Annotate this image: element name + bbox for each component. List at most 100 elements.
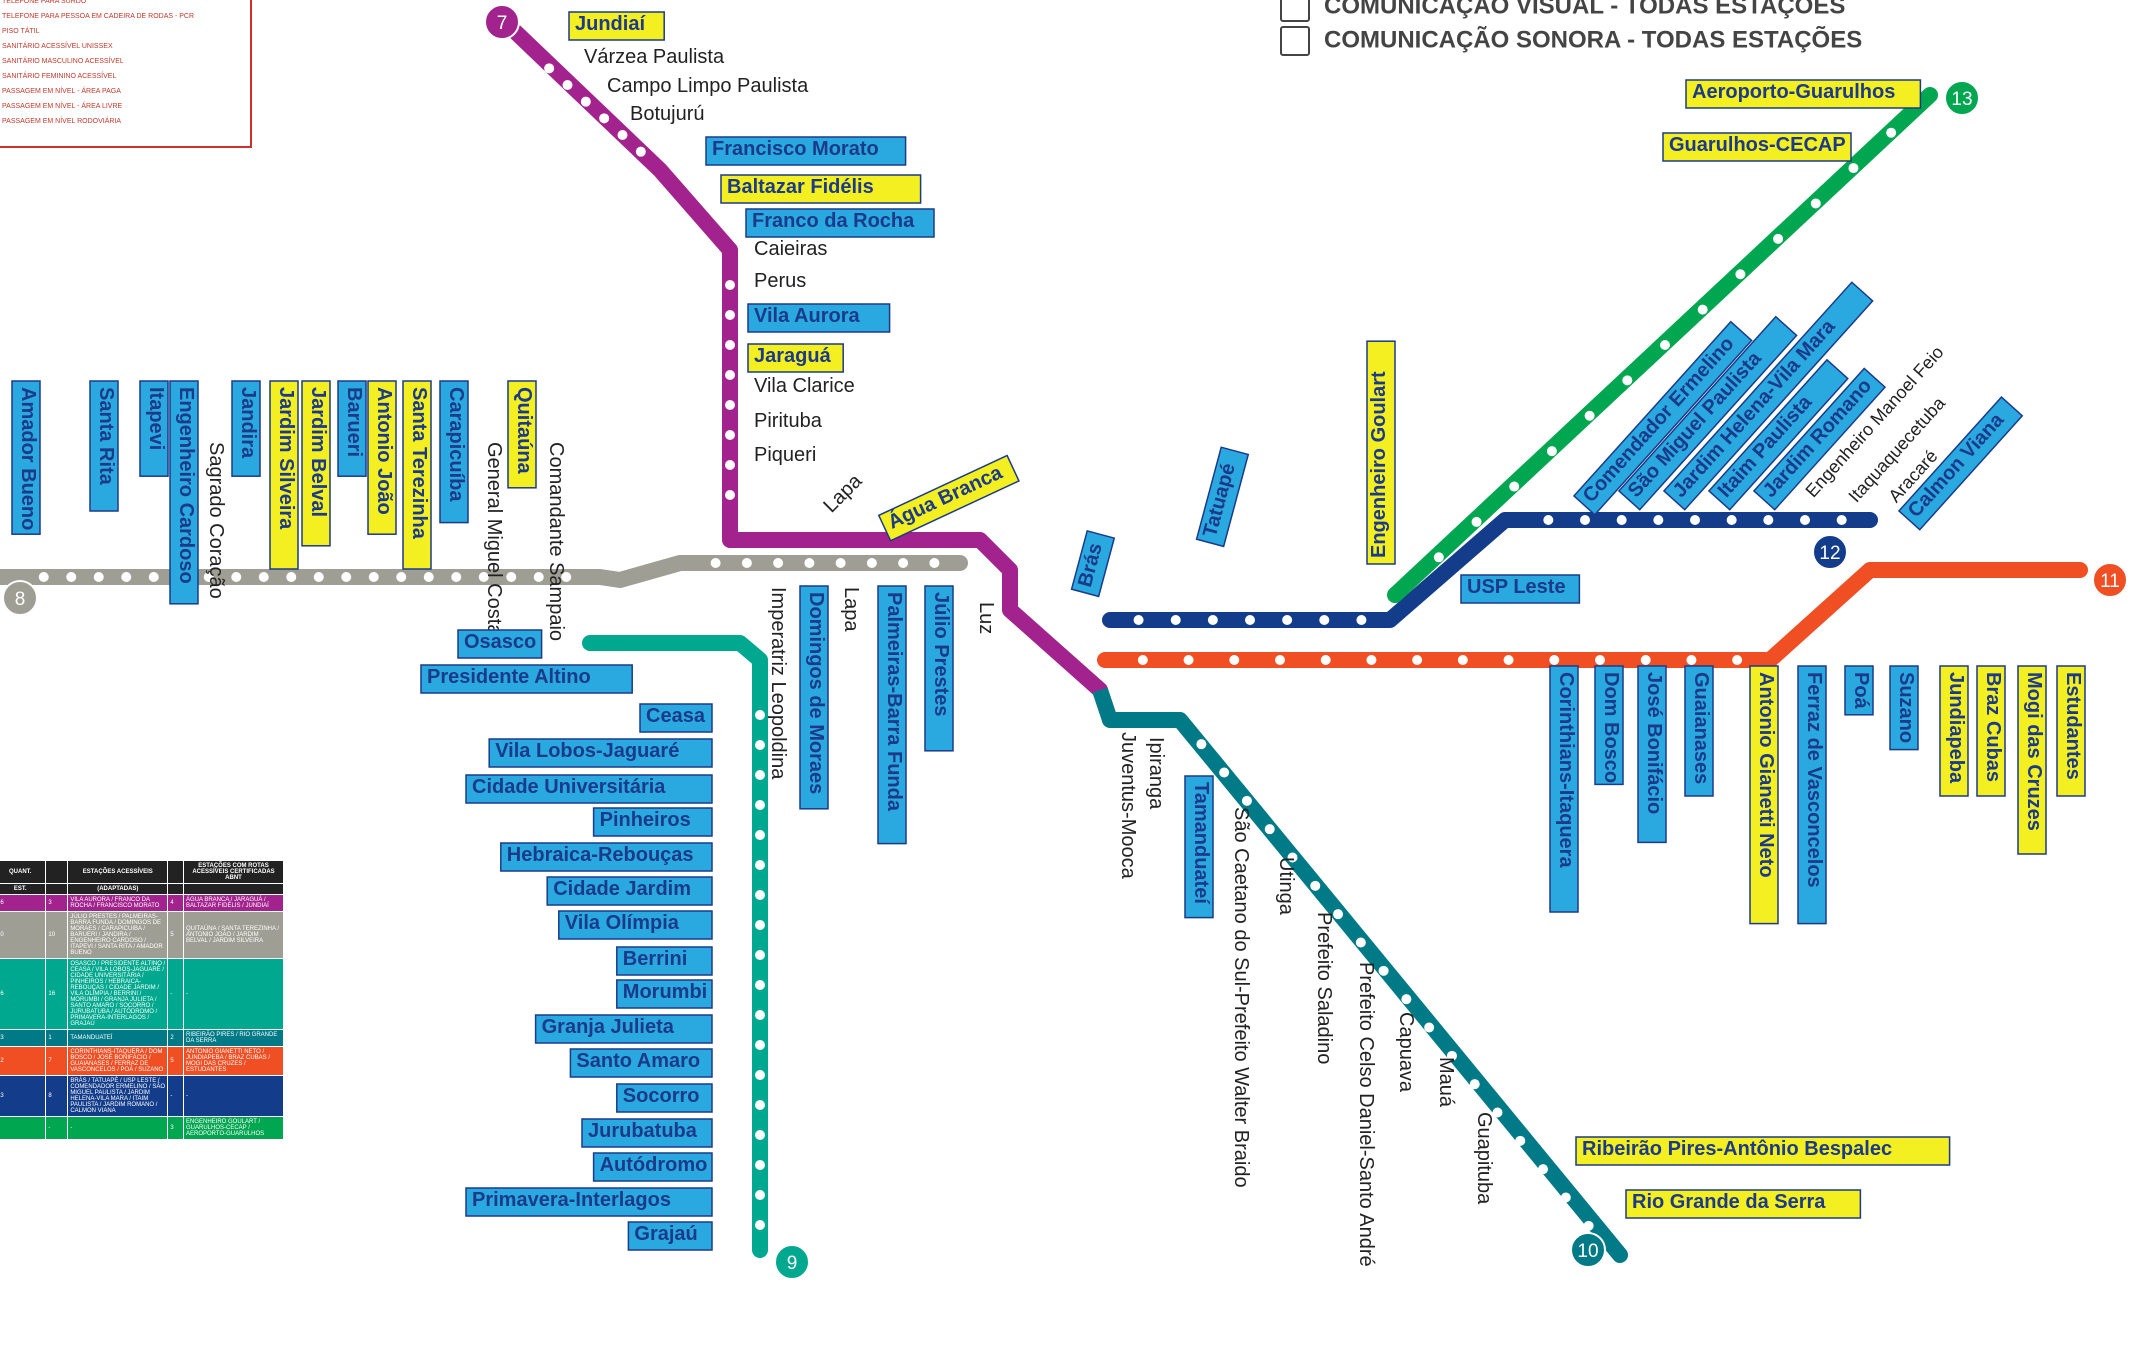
line-8-station-dot	[231, 572, 242, 582]
table-cell: 20	[0, 911, 47, 959]
line-9-station-dot	[755, 1040, 765, 1050]
station-label-box	[877, 585, 907, 845]
station-label: Santa Terezinha	[402, 380, 432, 570]
station-label: Quitaúna	[507, 380, 537, 489]
line-8-station-dot	[258, 572, 269, 582]
station-name: Prefeito Saladino	[1313, 912, 1335, 1064]
table-cell: ÁGUA BRANCA / JARAGUÁ / BALTAZAR FIDÉLIS…	[183, 894, 284, 912]
station-name: Aeroporto-Guarulhos	[1692, 81, 1895, 103]
station-name: Mogi das Cruzes	[2023, 672, 2045, 831]
station-label-box	[337, 380, 367, 477]
line-number: 11	[2100, 571, 2120, 592]
station-name: Jandira	[237, 387, 259, 459]
line-7-station-dot	[635, 146, 646, 157]
line-13-station-dot	[1546, 446, 1557, 457]
station-label-box	[1366, 340, 1396, 565]
line-12-station-dot	[1580, 515, 1590, 525]
station-name: Botujurú	[630, 103, 705, 125]
line-8-badge	[2, 580, 38, 616]
station-label-box	[1752, 367, 1887, 511]
line-12-station-dot	[1653, 515, 1664, 525]
line-8-station-dot	[804, 558, 815, 568]
line-12-station-dot	[1690, 515, 1700, 525]
station-label-box	[269, 380, 299, 570]
station-label-box	[705, 136, 907, 166]
line-7-track	[497, 14, 1108, 698]
station-name: Poá	[1850, 672, 1872, 710]
line-number: 12	[1819, 543, 1840, 564]
line-9-station-dot	[755, 830, 765, 840]
table-cell: OSASCO / PRESIDENTE ALTINO / CEASA / VIL…	[67, 958, 169, 1030]
station-label: Dom Bosco	[1594, 665, 1624, 786]
station-name: Presidente Altino	[427, 666, 591, 688]
line-8-station-dot	[773, 558, 784, 568]
line-10-station-dot	[1515, 1135, 1526, 1146]
station-name: Itapevi	[145, 387, 167, 450]
station-label-box	[367, 380, 397, 535]
line-10-badge	[1570, 1232, 1606, 1268]
station-name: Francisco Morato	[712, 138, 879, 160]
line-8-station-dot	[203, 572, 214, 582]
line-8-station-dot	[423, 572, 434, 582]
line-8-station-dot	[38, 572, 49, 582]
table-header: ESTAÇÕES COM ROTAS ACESSÍVEIS CERTIFICAD…	[183, 860, 284, 884]
table-row: 1616OSASCO / PRESIDENTE ALTINO / CEASA /…	[0, 958, 284, 1030]
station-label: Santo Amaro	[569, 1048, 713, 1078]
line-12-station-dot	[1763, 515, 1774, 525]
station-name: Jaraguá	[754, 345, 832, 367]
line-8-station-dot	[396, 572, 407, 582]
station-name: Cidade Universitária	[472, 776, 666, 798]
line-12-station-dot	[1800, 515, 1810, 525]
table-cell: 16	[0, 958, 47, 1030]
line-8-station-dot	[368, 572, 379, 582]
station-label-box	[1685, 79, 1922, 109]
station-label-box	[1617, 315, 1798, 511]
line-12-station-dot	[1616, 515, 1627, 525]
table-cell: 13	[0, 1075, 47, 1117]
station-name: Imperatriz Leopoldina	[767, 587, 789, 780]
station-name: Berrini	[623, 948, 687, 970]
line-11-station-dot	[1412, 655, 1423, 665]
line-8-station-dot	[451, 572, 462, 582]
station-label-box	[507, 380, 537, 489]
line-number: 9	[787, 1253, 798, 1274]
station-label-box	[569, 1048, 713, 1078]
station-label: Carapicuíba	[439, 380, 469, 524]
station-dots-layer	[38, 63, 1897, 1231]
station-label-box	[592, 1152, 713, 1182]
station-label-box	[546, 876, 713, 906]
table-cell: JÚLIO PRESTES / PALMEIRAS-BARRA FUNDA / …	[67, 911, 169, 959]
station-label: Piqueri	[754, 444, 816, 466]
station-name: Hebraica-Rebouças	[507, 844, 694, 866]
station-name: Ferraz de Vasconcelos	[1803, 672, 1825, 888]
line-13-station-dot	[1509, 481, 1520, 492]
station-name: Estudantes	[2062, 672, 2084, 780]
line-13-station-dot	[1622, 375, 1633, 386]
station-label-box	[799, 585, 829, 810]
line-7-station-dot	[562, 80, 573, 90]
station-label: Tamanduateí	[1184, 775, 1214, 919]
line-8-station-dot	[898, 558, 909, 568]
line-12-station-dot	[1319, 615, 1330, 625]
station-label-box	[169, 380, 199, 605]
line-12-station-dot	[1282, 615, 1293, 625]
table-cell: 4	[167, 894, 184, 912]
line-7-badge	[484, 4, 520, 40]
table-cell: 8	[45, 1075, 69, 1117]
station-label-box	[1460, 574, 1581, 604]
table-subheader: EST.	[0, 883, 47, 895]
table-row: 2010JÚLIO PRESTES / PALMEIRAS-BARRA FUND…	[0, 911, 284, 959]
table-cell: 3	[0, 1116, 47, 1140]
line-12-station-dot	[1543, 515, 1554, 525]
line-10-station-dot	[1424, 1022, 1435, 1033]
table-cell: ENGENHEIRO GOULART / GUARULHOS-CECAP / A…	[183, 1116, 284, 1140]
station-label: Guaianases	[1684, 665, 1714, 797]
line-8-station-dot	[121, 572, 132, 582]
table-cell: 3	[45, 894, 69, 912]
line-8-station-dot	[66, 572, 77, 582]
station-label: Baltazar Fidélis	[720, 174, 922, 204]
station-name: Lapa	[840, 587, 862, 632]
line-8-station-dot	[93, 572, 104, 582]
station-name: Baltazar Fidélis	[727, 176, 874, 198]
station-name: Corinthians-Itaquera	[1555, 672, 1577, 868]
